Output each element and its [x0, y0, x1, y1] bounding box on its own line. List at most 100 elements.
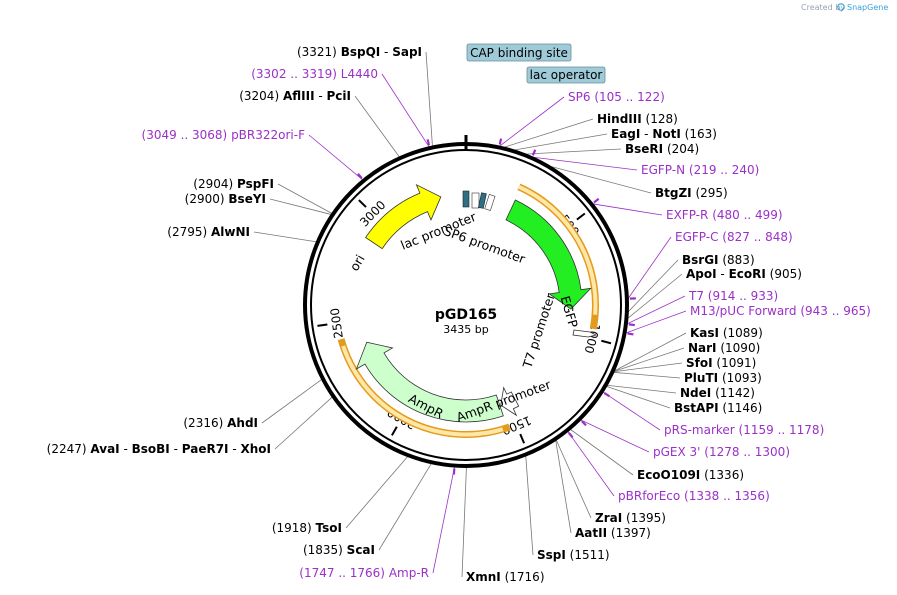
primer-mark — [593, 197, 600, 204]
site-label[interactable]: (3321) BspQI - SapI — [297, 45, 422, 59]
svg-text:(2904) PspFI: (2904) PspFI — [193, 177, 274, 191]
site-label[interactable]: ZraI (1395) — [595, 511, 666, 525]
svg-text:BsrGI (883): BsrGI (883) — [682, 253, 755, 267]
svg-text:EXFP-R (480 .. 499): EXFP-R (480 .. 499) — [666, 208, 783, 222]
site-label[interactable]: EcoO109I (1336) — [637, 468, 744, 482]
lac-operator-label[interactable]: lac operator — [526, 66, 606, 84]
ampr-promoter-arrow[interactable] — [500, 386, 520, 417]
site-label[interactable]: (2247) AvaI - BsoBI - PaeR7I - XhoI — [47, 442, 271, 456]
primer-label[interactable]: pGEX 3' (1278 .. 1300) — [653, 445, 790, 459]
sp6-promoter-label: SP6 promoter — [442, 223, 528, 267]
primer-label[interactable]: pBRforEco (1338 .. 1356) — [618, 489, 770, 503]
site-label[interactable]: (1835) ScaI — [303, 543, 375, 557]
primer-name: pGEX 3' — [653, 445, 700, 459]
leader-line — [613, 362, 683, 373]
site-position: (295) — [695, 186, 727, 200]
primer-label[interactable]: EXFP-R (480 .. 499) — [666, 208, 783, 222]
primer-label[interactable]: (3049 .. 3068) pBR322ori-F — [142, 128, 306, 142]
plasmid-length: 3435 bp — [443, 323, 488, 336]
leader-line — [461, 466, 467, 578]
ori-arrow[interactable] — [365, 183, 442, 250]
primer-name: EXFP-R — [666, 208, 708, 222]
site-name-part: BstAPI — [674, 401, 719, 415]
primer-label[interactable]: EGFP-N (219 .. 240) — [641, 163, 759, 177]
site-name-part: NarI — [688, 341, 717, 355]
leader-line — [569, 428, 634, 476]
svg-text:EcoO109I (1336): EcoO109I (1336) — [637, 468, 744, 482]
ampr-arrow[interactable] — [355, 341, 504, 423]
site-label[interactable]: ApoI - EcoRI (905) — [686, 267, 802, 281]
site-name-part: - — [380, 45, 392, 59]
svg-text:HindIII (128): HindIII (128) — [597, 112, 678, 126]
sp6-promoter-mark[interactable] — [484, 194, 496, 211]
svg-text:ZraI (1395): ZraI (1395) — [595, 511, 666, 525]
tick-mark-3000 — [358, 199, 367, 208]
lac-operator-mark[interactable] — [478, 192, 487, 209]
primer-label[interactable]: T7 (914 .. 933) — [688, 289, 778, 303]
t7-promoter-mark[interactable] — [572, 329, 598, 338]
site-label[interactable]: NdeI (1142) — [680, 386, 755, 400]
site-label[interactable]: (2316) AhdI — [183, 416, 258, 430]
primer-label[interactable]: (1747 .. 1766) Amp-R — [299, 566, 429, 580]
site-label[interactable]: NarI (1090) — [688, 341, 760, 355]
site-name-part: EcoO109I — [637, 468, 700, 482]
leader-line — [625, 310, 687, 334]
cap-binding-site-mark[interactable] — [462, 190, 470, 208]
site-name-part: BsoBI — [132, 442, 170, 456]
site-label[interactable]: XmnI (1716) — [466, 570, 545, 584]
primer-range: (1159 .. 1178) — [739, 423, 825, 437]
primer-label[interactable]: EGFP-C (827 .. 848) — [675, 230, 793, 244]
site-label[interactable]: SfoI (1091) — [686, 356, 756, 370]
lac-promoter-mark[interactable] — [471, 192, 480, 209]
primer-label[interactable]: (3302 .. 3319) L4440 — [251, 67, 378, 81]
leader-line — [525, 148, 622, 155]
site-label[interactable]: PluTI (1093) — [684, 371, 762, 385]
site-label[interactable]: SspI (1511) — [537, 548, 610, 562]
svg-text:pBRforEco (1338 .. 1356): pBRforEco (1338 .. 1356) — [618, 489, 770, 503]
site-name-part: - — [315, 89, 327, 103]
site-name-part: PluTI — [684, 371, 718, 385]
svg-text:(3302 .. 3319) L4440: (3302 .. 3319) L4440 — [251, 67, 378, 81]
site-name-part: ScaI — [347, 543, 375, 557]
primer-name: SP6 — [568, 90, 591, 104]
svg-text:(1918) TsoI: (1918) TsoI — [272, 521, 342, 535]
site-label[interactable]: EagI - NotI (163) — [611, 127, 717, 141]
site-label[interactable]: (2904) PspFI — [193, 177, 274, 191]
site-position: (1091) — [716, 356, 756, 370]
site-label[interactable]: HindIII (128) — [597, 112, 678, 126]
cap-binding-site-label[interactable]: CAP binding site — [466, 43, 572, 62]
leader-line — [499, 96, 565, 147]
site-label[interactable]: BsrGI (883) — [682, 253, 755, 267]
site-label[interactable]: BtgZI (295) — [655, 186, 728, 200]
leader-line — [425, 51, 433, 147]
svg-text:BseRI (204): BseRI (204) — [625, 142, 699, 156]
primer-range: (105 .. 122) — [594, 90, 664, 104]
leader-line — [626, 295, 686, 325]
primer-label[interactable]: SP6 (105 .. 122) — [568, 90, 665, 104]
site-label[interactable]: (2795) AlwNI — [167, 225, 250, 239]
site-label[interactable]: (3204) AflIII - PciI — [239, 89, 351, 103]
leader-line — [253, 231, 317, 243]
site-name-part: BsrGI — [682, 253, 719, 267]
primer-label[interactable]: pRS-marker (1159 .. 1178) — [664, 423, 824, 437]
site-position: (1093) — [722, 371, 762, 385]
primer-mark — [603, 392, 611, 398]
site-label[interactable]: (1918) TsoI — [272, 521, 342, 535]
right-labels: SP6 (105 .. 122) HindIII (128)EagI - NotI… — [466, 90, 871, 584]
site-position: (1090) — [720, 341, 760, 355]
tick-mark-2000 — [391, 426, 398, 436]
primer-range: (219 .. 240) — [689, 163, 759, 177]
site-name-part: - — [120, 442, 132, 456]
egfp-arrow[interactable] — [505, 199, 592, 310]
site-label[interactable]: (2900) BseYI — [185, 192, 266, 206]
credit-brand: SnapGene — [847, 3, 888, 12]
primer-label[interactable]: M13/pUC Forward (943 .. 965) — [690, 304, 871, 318]
site-label[interactable]: AatII (1397) — [575, 526, 651, 540]
leader-line — [613, 332, 687, 372]
site-label[interactable]: KasI (1089) — [690, 326, 763, 340]
site-name-part: SspI — [537, 548, 566, 562]
svg-text:XmnI (1716): XmnI (1716) — [466, 570, 545, 584]
site-name-part: BseYI — [228, 192, 266, 206]
site-label[interactable]: BseRI (204) — [625, 142, 699, 156]
site-label[interactable]: BstAPI (1146) — [674, 401, 762, 415]
